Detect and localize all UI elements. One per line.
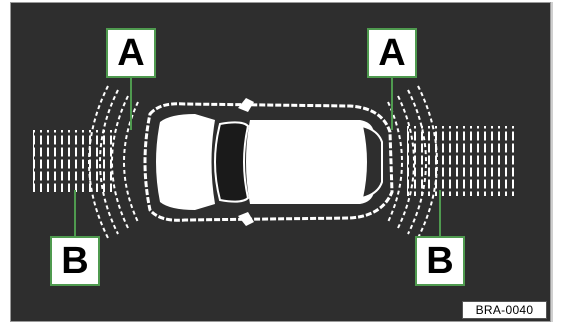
callout-front-zone-b: B bbox=[50, 236, 100, 286]
front-sensor-arcs bbox=[88, 85, 139, 239]
callout-rear-zone-b: B bbox=[415, 236, 465, 286]
car-top-view bbox=[143, 98, 394, 226]
figure-code: BRA-0040 bbox=[462, 301, 547, 319]
frame-edge bbox=[551, 2, 553, 322]
leader-lines bbox=[74, 78, 441, 236]
rear-sensor-arcs bbox=[387, 85, 438, 239]
rear-sensor-zone bbox=[407, 126, 518, 196]
callout-front-sensor-a: A bbox=[106, 28, 156, 78]
parking-sensor-diagram bbox=[33, 78, 518, 239]
callout-rear-sensor-a: A bbox=[367, 28, 417, 78]
